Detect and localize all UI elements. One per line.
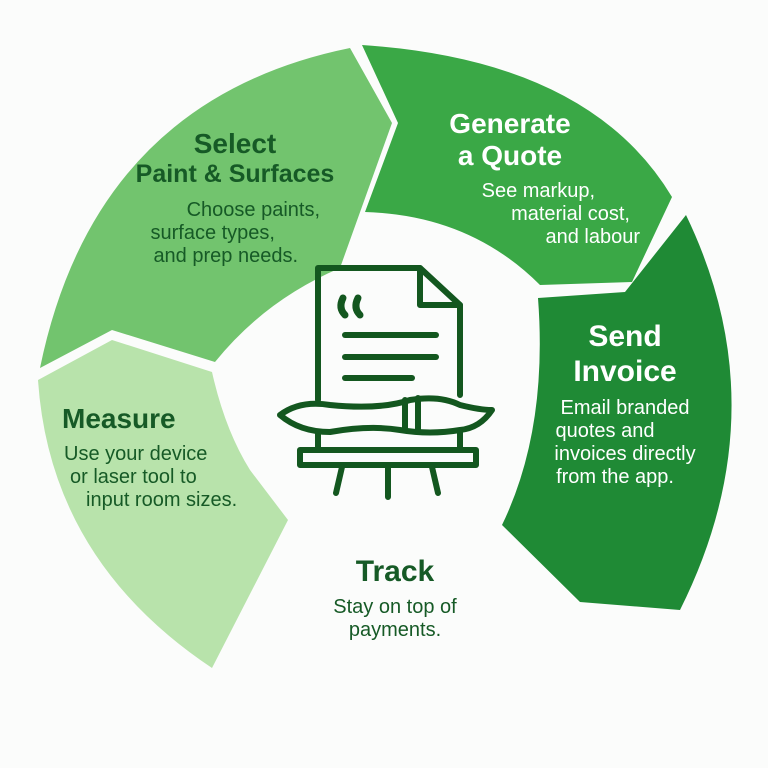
step-title: Send: [588, 320, 662, 353]
step-measure: Measure Use your device or laser tool to…: [50, 403, 290, 512]
step-send: Send Invoice Email branded quotes and in…: [530, 320, 720, 489]
step-title: Select: [193, 128, 277, 159]
step-desc: or laser tool to: [70, 466, 197, 489]
step-title: Generate: [449, 108, 571, 139]
step-desc: surface types,: [150, 221, 275, 244]
step-subtitle: Paint & Surfaces: [135, 160, 335, 189]
step-desc: Choose paints,: [186, 198, 320, 221]
step-desc: Stay on top of: [333, 595, 457, 618]
step-title: Track: [355, 555, 435, 588]
step-desc: Use your device: [64, 443, 208, 466]
step-desc: from the app.: [556, 466, 674, 488]
step-desc: quotes and: [555, 420, 655, 442]
step-desc: input room sizes.: [86, 489, 238, 512]
step-subtitle: Invoice: [573, 354, 677, 388]
step-desc: material cost,: [511, 203, 630, 226]
step-subtitle: a Quote: [457, 140, 563, 172]
step-track: Track Stay on top of payments.: [300, 555, 490, 642]
step-select: Select Paint & Surfaces Choose paints, s…: [100, 128, 370, 268]
segment-send: [502, 215, 732, 610]
step-desc: payments.: [348, 618, 442, 641]
step-desc: and labour: [545, 226, 640, 249]
quote-document-paintbrush-easel-icon: [277, 265, 495, 500]
step-desc: Email branded: [560, 397, 690, 419]
step-title: Measure: [62, 403, 176, 434]
step-desc: and prep needs.: [153, 244, 298, 267]
step-desc: See markup,: [481, 180, 595, 203]
segment-generate: [362, 45, 672, 285]
step-desc: invoices directly: [554, 443, 696, 465]
step-generate: Generate a Quote See markup, material co…: [410, 108, 640, 249]
segment-select: [40, 48, 392, 368]
segment-measure: [38, 340, 288, 668]
